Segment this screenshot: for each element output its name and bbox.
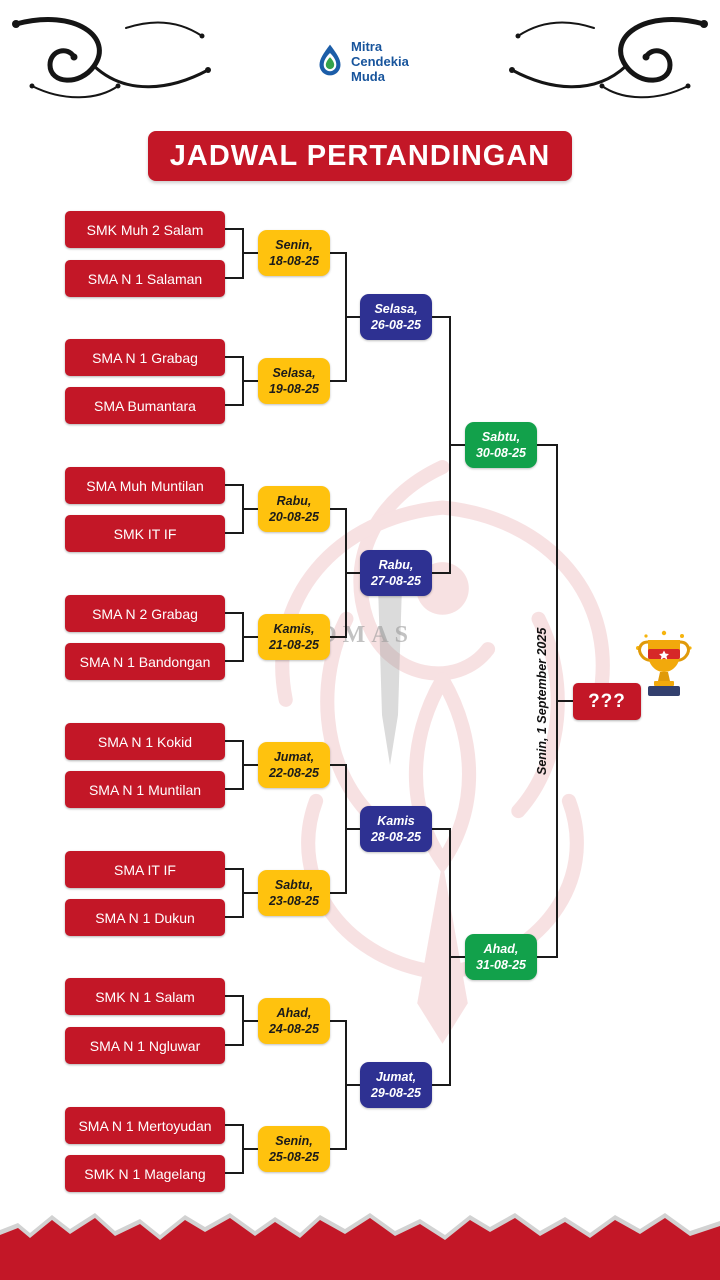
match-date: 19-08-25 bbox=[268, 382, 320, 396]
match-day: Ahad, bbox=[483, 941, 519, 956]
match-day: Rabu, bbox=[276, 493, 312, 508]
match-date: 22-08-25 bbox=[268, 766, 320, 780]
match-date-badge: Senin, 25-08-25 bbox=[258, 1126, 330, 1172]
team-box: SMK N 1 Magelang bbox=[65, 1155, 225, 1192]
match-date: 31-08-25 bbox=[475, 958, 527, 972]
final-winner-box: ??? bbox=[573, 683, 641, 720]
quarterfinal-date-badge: Jumat, 29-08-25 bbox=[360, 1062, 432, 1108]
match-day: Sabtu, bbox=[481, 429, 521, 444]
logo: Mitra Cendekia Muda bbox=[316, 39, 409, 85]
quarterfinal-date-badge: Selasa, 26-08-25 bbox=[360, 294, 432, 340]
match-day: Selasa, bbox=[374, 301, 418, 316]
team-box: SMK Muh 2 Salam bbox=[65, 211, 225, 248]
team-box: SMA N 1 Muntilan bbox=[65, 771, 225, 808]
team-box: SMA IT IF bbox=[65, 851, 225, 888]
match-date: 30-08-25 bbox=[475, 446, 527, 460]
team-box: SMA N 1 Grabag bbox=[65, 339, 225, 376]
team-box: SMA Bumantara bbox=[65, 387, 225, 424]
match-date-badge: Selasa, 19-08-25 bbox=[258, 358, 330, 404]
match-day: Senin, bbox=[275, 1133, 313, 1148]
torn-paper-edge bbox=[0, 1213, 720, 1280]
match-date: 20-08-25 bbox=[268, 510, 320, 524]
team-box: SMA Muh Muntilan bbox=[65, 467, 225, 504]
team-box: SMA N 1 Ngluwar bbox=[65, 1027, 225, 1064]
team-box: SMA N 1 Dukun bbox=[65, 899, 225, 936]
semifinal-date-badge: Ahad, 31-08-25 bbox=[465, 934, 537, 980]
semifinal-date-badge: Sabtu, 30-08-25 bbox=[465, 422, 537, 468]
team-box: SMK IT IF bbox=[65, 515, 225, 552]
match-date: 18-08-25 bbox=[268, 254, 320, 268]
page-title: JADWAL PERTANDINGAN bbox=[148, 131, 572, 181]
match-date: 21-08-25 bbox=[268, 638, 320, 652]
match-day: Ahad, bbox=[276, 1005, 312, 1020]
team-box: SMA N 1 Salaman bbox=[65, 260, 225, 297]
team-box: SMA N 1 Bandongan bbox=[65, 643, 225, 680]
match-date: 25-08-25 bbox=[268, 1150, 320, 1164]
logo-name-line: Mitra bbox=[351, 39, 383, 54]
match-day: Jumat, bbox=[375, 1069, 417, 1084]
match-day: Sabtu, bbox=[274, 877, 314, 892]
match-day: Kamis, bbox=[273, 621, 315, 636]
match-day: Jumat, bbox=[273, 749, 315, 764]
logo-name-line: Cendekia bbox=[351, 53, 409, 69]
match-date: 24-08-25 bbox=[268, 1022, 320, 1036]
team-box: SMA N 1 Kokid bbox=[65, 723, 225, 760]
match-date-badge: Rabu, 20-08-25 bbox=[258, 486, 330, 532]
quarterfinal-date-badge: Kamis 28-08-25 bbox=[360, 806, 432, 852]
match-date-badge: Senin, 18-08-25 bbox=[258, 230, 330, 276]
match-day: Rabu, bbox=[378, 557, 414, 572]
corner-flourish-icon bbox=[6, 8, 216, 108]
watermark-text: OMAS bbox=[318, 622, 414, 648]
match-date: 28-08-25 bbox=[370, 830, 422, 844]
match-day: Kamis bbox=[377, 813, 415, 828]
trophy-icon bbox=[632, 628, 696, 716]
match-date-badge: Sabtu, 23-08-25 bbox=[258, 870, 330, 916]
match-date: 29-08-25 bbox=[370, 1086, 422, 1100]
corner-flourish-icon bbox=[504, 8, 714, 108]
team-box: SMA N 1 Mertoyudan bbox=[65, 1107, 225, 1144]
logo-name: Mitra Cendekia Muda bbox=[351, 39, 409, 85]
logo-name-line: Muda bbox=[351, 68, 385, 84]
match-day: Senin, bbox=[275, 237, 313, 252]
match-day: Selasa, bbox=[272, 365, 316, 380]
match-date: 27-08-25 bbox=[370, 574, 422, 588]
final-date-label: Senin, 1 September 2025 bbox=[535, 627, 549, 775]
match-date-badge: Kamis, 21-08-25 bbox=[258, 614, 330, 660]
team-box: SMA N 2 Grabag bbox=[65, 595, 225, 632]
match-date: 23-08-25 bbox=[268, 894, 320, 908]
match-date-badge: Ahad, 24-08-25 bbox=[258, 998, 330, 1044]
match-date-badge: Jumat, 22-08-25 bbox=[258, 742, 330, 788]
quarterfinal-date-badge: Rabu, 27-08-25 bbox=[360, 550, 432, 596]
match-date: 26-08-25 bbox=[370, 318, 422, 332]
team-box: SMK N 1 Salam bbox=[65, 978, 225, 1015]
logo-drop-icon bbox=[316, 43, 344, 82]
